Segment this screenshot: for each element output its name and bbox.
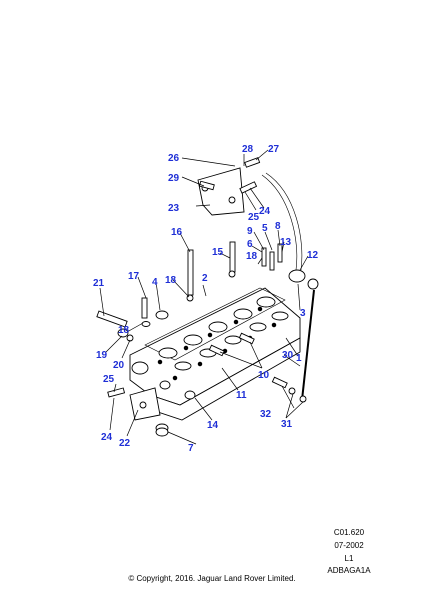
stud-16: [186, 249, 194, 302]
callout-18a: 18: [165, 275, 177, 286]
bolt-25-upper: [239, 181, 258, 194]
callout-17: 17: [128, 271, 140, 282]
lifting-eye-22: [129, 387, 161, 421]
callout-27: 27: [268, 144, 280, 155]
callout-25b: 25: [103, 374, 115, 385]
rod-30: [301, 278, 319, 401]
stud-17: [141, 297, 151, 327]
callout-5: 5: [262, 223, 268, 234]
bolt-25-lower: [107, 387, 126, 398]
copyright-notice: © Copyright, 2016. Jaguar Land Rover Lim…: [128, 574, 296, 583]
callout-28: 28: [242, 144, 254, 155]
bolt-27: [244, 157, 261, 168]
diagram-level: L1: [344, 554, 354, 563]
callout-25a: 25: [248, 212, 260, 223]
callout-26: 26: [168, 153, 180, 164]
callout-29: 29: [168, 173, 180, 184]
callout-7: 7: [188, 443, 194, 454]
callouts: 1 2 3 4 5 6 7 8 9 10 11 12 13 14 15 16 1…: [93, 144, 319, 454]
callout-10: 10: [258, 370, 270, 381]
bolt-29: [198, 180, 215, 191]
callout-14: 14: [207, 420, 219, 431]
stud-15: [228, 241, 236, 278]
sensor-19-20: [117, 328, 134, 342]
callout-24b: 24: [101, 432, 113, 443]
callout-8: 8: [275, 221, 281, 232]
callout-22: 22: [119, 438, 131, 449]
washer-4: [155, 310, 169, 320]
callout-18c: 18: [246, 251, 258, 262]
callout-19: 19: [96, 350, 108, 361]
callout-16: 16: [171, 227, 183, 238]
callout-4: 4: [152, 277, 158, 288]
bracket-23: [197, 167, 245, 216]
callout-6: 6: [247, 239, 253, 250]
diagram-ref: C01.620: [333, 528, 365, 537]
callout-23: 23: [168, 203, 180, 214]
callout-21: 21: [93, 278, 105, 289]
callout-3: 3: [300, 308, 306, 319]
plug-7: [155, 423, 169, 437]
studs-5-8-9-13: [261, 243, 283, 271]
diagram-code: ADBAGA1A: [327, 566, 371, 575]
callout-12: 12: [307, 250, 319, 261]
callout-2: 2: [202, 273, 208, 284]
callout-31: 31: [281, 419, 293, 430]
callout-30: 30: [282, 350, 294, 361]
bolt-21: [96, 310, 128, 328]
callout-9: 9: [247, 226, 253, 237]
cap-12: [288, 269, 306, 283]
callout-32: 32: [260, 409, 272, 420]
breather-tube: [261, 174, 298, 271]
diagram-date: 07-2002: [334, 541, 364, 550]
bolt-32: [271, 376, 307, 403]
callout-11: 11: [236, 390, 247, 401]
callout-20: 20: [113, 360, 125, 371]
callout-13: 13: [280, 237, 292, 248]
callout-15: 15: [212, 247, 224, 258]
leader-lines: [99, 149, 309, 445]
callout-1: 1: [296, 353, 302, 364]
callout-24a: 24: [259, 206, 271, 217]
callout-18b: 18: [118, 325, 130, 336]
